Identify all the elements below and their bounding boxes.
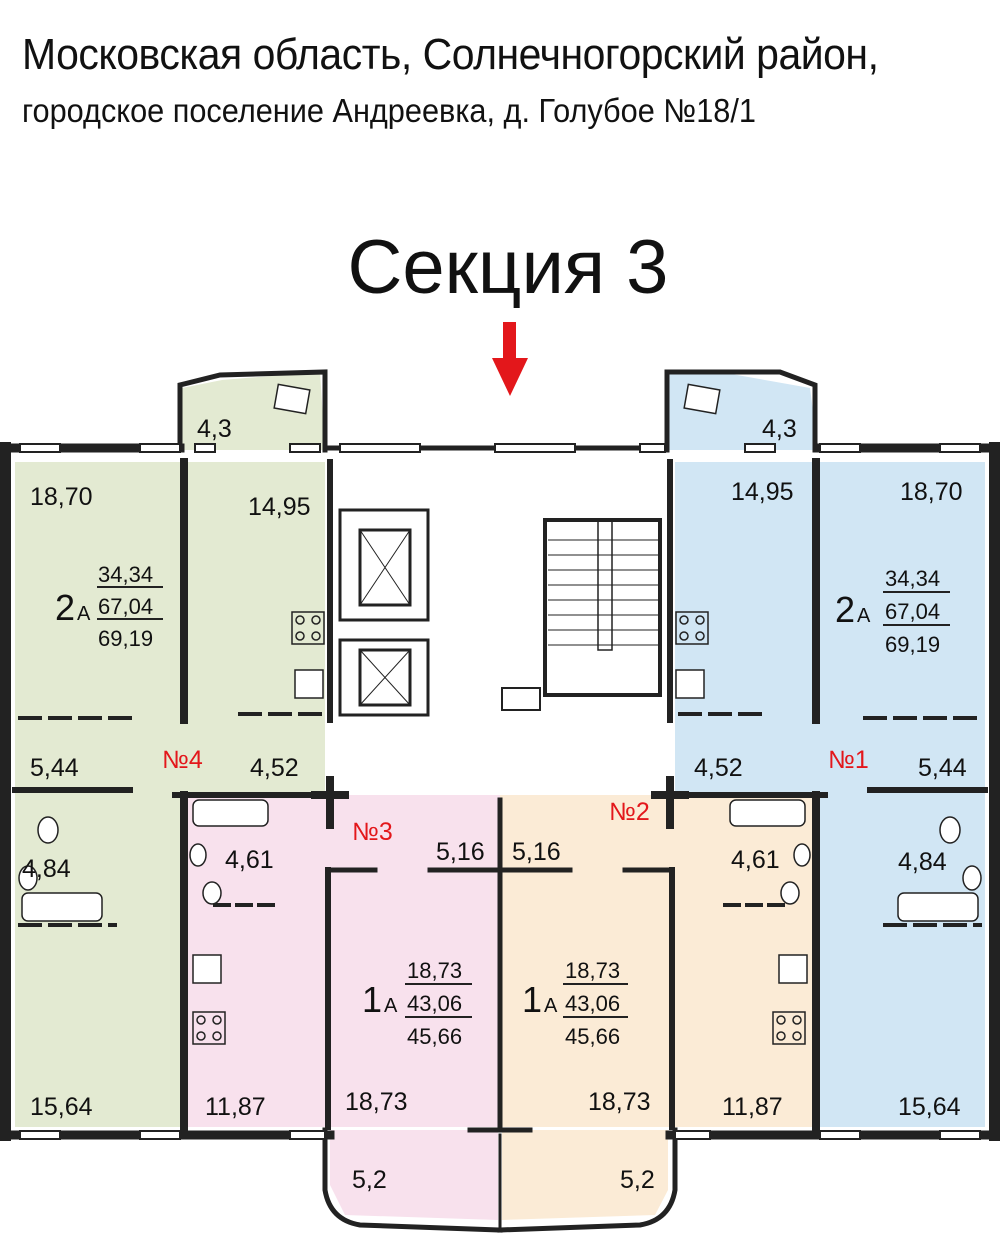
apt4-hall-area: 5,44	[30, 754, 79, 782]
bathtub-icon	[21, 799, 979, 922]
apt3-kitchen-area: 11,87	[205, 1093, 266, 1121]
apt1-number: №1	[828, 746, 869, 774]
apt3-rooms-count: 1	[362, 979, 382, 1020]
entrance-arrow-icon	[492, 322, 528, 396]
apt2-bathroom-area: 4,61	[731, 846, 780, 874]
apt3-total-area: 43,06	[407, 991, 462, 1016]
apt3-total-area-with-balcony: 45,66	[407, 1024, 462, 1049]
apt2-rooms-count: 1	[522, 979, 542, 1020]
apt1-total-area-with-balcony: 69,19	[885, 632, 940, 657]
apt2-hall-area: 5,16	[512, 838, 561, 866]
windows	[19, 443, 981, 1140]
apt2-total-area-with-balcony: 45,66	[565, 1024, 620, 1049]
apt2-room-area: 18,73	[588, 1088, 651, 1116]
apt4-number: №4	[162, 746, 203, 774]
washbasin-icon	[18, 843, 982, 891]
apt1-kitchen-area: 15,64	[898, 1093, 961, 1121]
apt4-rooms-count: 2	[55, 587, 75, 628]
apt4-room-small-area: 14,95	[248, 493, 311, 521]
apt1-room-small-area: 14,95	[731, 478, 794, 506]
apt3-number: №3	[352, 818, 393, 846]
apt2-total-area: 43,06	[565, 991, 620, 1016]
staircase-icon	[501, 518, 662, 711]
elevator-shaft-icon	[338, 508, 430, 717]
apt4-balcony-area: 4,3	[197, 415, 232, 443]
apt2-living-area: 18,73	[565, 958, 620, 983]
apt1-balcony-area: 4,3	[762, 415, 797, 443]
apt3-hall-area: 5,16	[436, 838, 485, 866]
apt3-type: А	[384, 995, 398, 1017]
apt4-bathroom-area: 4,84	[22, 855, 71, 883]
apt4-room-big-area: 18,70	[30, 483, 93, 511]
apt2-number: №2	[609, 798, 650, 826]
header-address-line2: городское поселение Андреевка, д. Голубо…	[22, 92, 756, 129]
header-address-line1: Московская область, Солнечногорский райо…	[22, 30, 879, 79]
apt4-living-area: 34,34	[98, 562, 153, 587]
apt1-total-area: 67,04	[885, 599, 940, 624]
apt1-rooms-count: 2	[835, 589, 855, 630]
apt1-room-big-area: 18,70	[900, 478, 963, 506]
apt4-kitchen-area: 15,64	[30, 1093, 93, 1121]
apt1-corridor-area: 4,52	[694, 754, 743, 782]
sink-icon	[192, 669, 808, 984]
toilet-icon	[37, 816, 961, 905]
apartment-2-area[interactable]	[500, 795, 815, 1220]
apt4-total-area: 67,04	[98, 594, 153, 619]
apt1-bathroom-area: 4,84	[898, 848, 947, 876]
apt3-bathroom-area: 4,61	[225, 846, 274, 874]
apt2-kitchen-area: 11,87	[722, 1093, 783, 1121]
stove-icon	[192, 611, 806, 1045]
apt3-living-area: 18,73	[407, 958, 462, 983]
apt3-balcony-area: 5,2	[352, 1166, 387, 1194]
apt4-type: А	[77, 603, 91, 625]
apt4-total-area-with-balcony: 69,19	[98, 626, 153, 651]
apt2-balcony-area: 5,2	[620, 1166, 655, 1194]
apt2-type: А	[544, 995, 558, 1017]
apartment-3-area[interactable]	[185, 795, 500, 1220]
apt3-room-area: 18,73	[345, 1088, 408, 1116]
apt1-living-area: 34,34	[885, 566, 940, 591]
section-title: Секция 3	[347, 225, 669, 310]
ac-unit-icon	[273, 383, 721, 415]
apt1-hall-area: 5,44	[918, 754, 967, 782]
apt1-type: А	[857, 605, 871, 627]
apt4-corridor-area: 4,52	[250, 754, 299, 782]
